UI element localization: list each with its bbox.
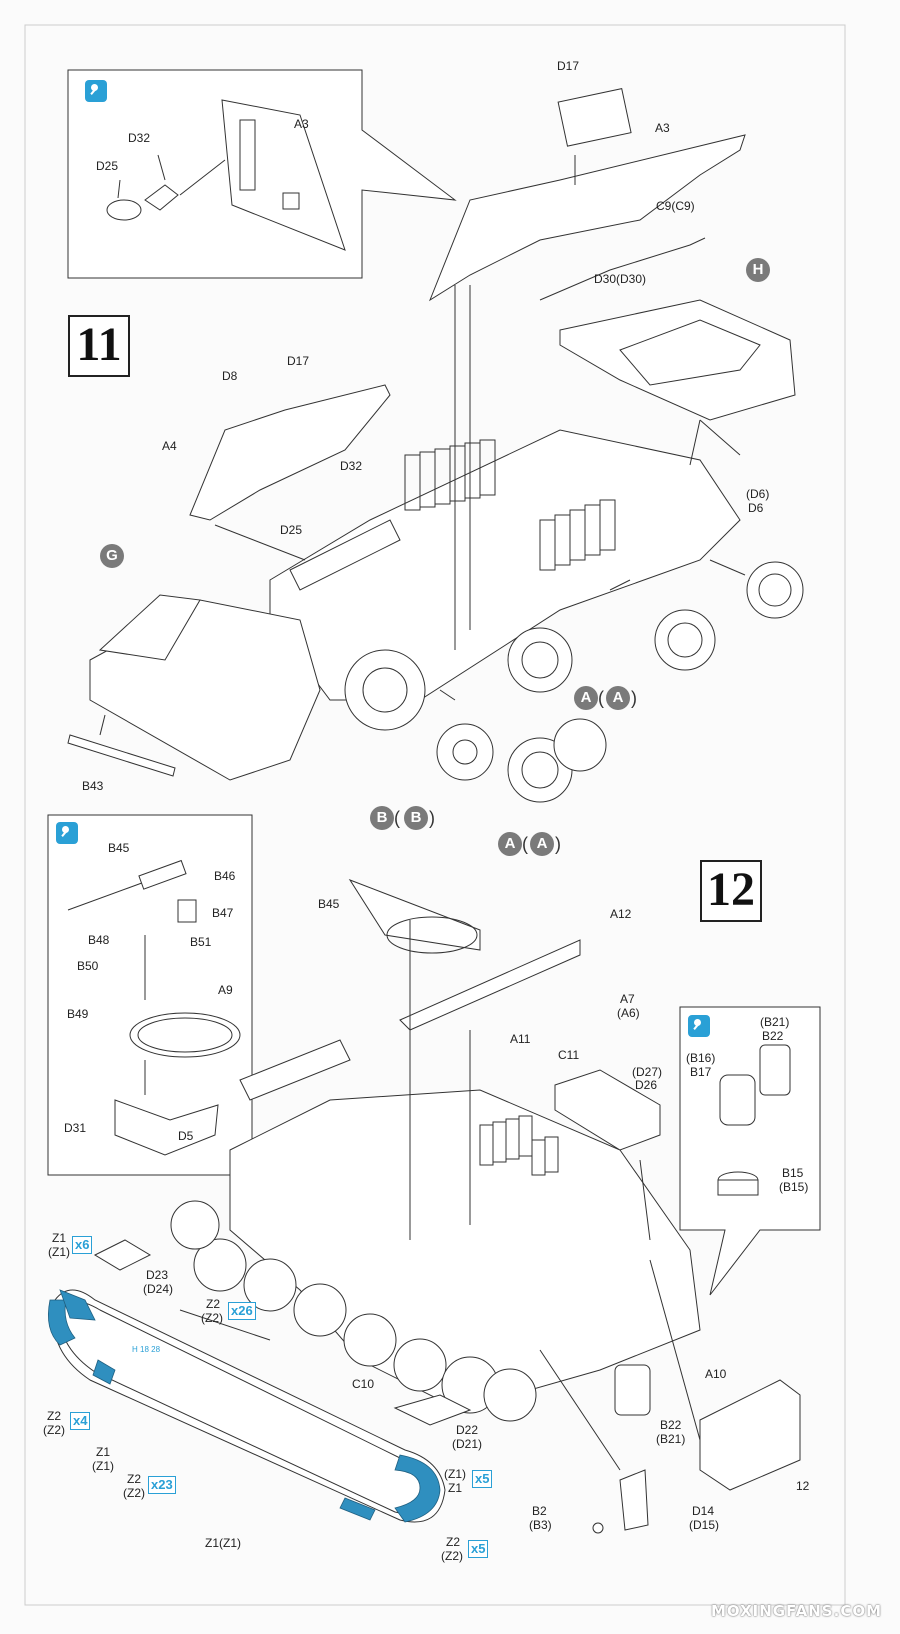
reference-note: H 18 28 [132,1345,161,1354]
part-label-d32: D32 [128,131,151,145]
part-label-b3: (B3) [529,1518,552,1532]
track-label-z1: Z1 [96,1445,111,1459]
track-label-z2: Z2 [127,1472,142,1486]
callout-g: G [100,544,124,568]
quantity-badge: x5 [468,1540,489,1558]
inset-box-11 [67,69,457,279]
track-label-z2: Z2 [446,1535,461,1549]
part-label-d6-paren: (D6) [746,487,770,501]
callout-a: A [574,686,598,710]
part-label-d5: D5 [178,1129,194,1143]
quantity-badge: x5 [472,1470,493,1488]
track-label-z2-paren: (Z2) [201,1311,223,1325]
part-label-d24: (D24) [143,1282,174,1296]
part-label-b46: B46 [214,869,236,883]
quantity-badge: x6 [72,1236,93,1254]
part-label-b45: B45 [318,897,340,911]
part-label-b22-inset: B22 [762,1029,784,1043]
part-label-c10: C10 [352,1377,375,1391]
track-label-z1: Z1 [448,1481,463,1495]
track-label-z1: Z1 [52,1231,67,1245]
part-label-d32-main: D32 [340,459,363,473]
quantity-badge: x26 [228,1302,256,1320]
part-label-b51: B51 [190,935,212,949]
part-label-a4: A4 [162,439,177,453]
part-label-d21: (D21) [452,1437,483,1451]
callout-h: H [746,258,770,282]
part-label-c11: C11 [558,1048,580,1062]
part-label-d15: (D15) [689,1518,720,1532]
part-label-d17: D17 [287,354,310,368]
track-label-z2: Z2 [206,1297,221,1311]
track-label-z2-paren: (Z2) [43,1423,65,1437]
part-label-d27: (D27) [632,1065,663,1079]
part-label-b48: B48 [88,933,110,947]
track-label-z2: Z2 [47,1409,62,1423]
step-number-12: 12 [700,860,762,922]
part-label-d25-main: D25 [280,523,303,537]
part-label-a3: A3 [294,117,309,131]
callout-a: A [498,832,522,856]
callout-b-paren: B [404,806,428,830]
part-label-a6: (A6) [617,1006,640,1020]
paren-close: ) [555,834,561,854]
part-label-a10: A10 [705,1367,727,1381]
callout-a-paren: A [606,686,630,710]
part-label-b21-inset: (B21) [760,1015,790,1029]
track-label-z1-paren: (Z1) [48,1245,70,1259]
part-label-d14: D14 [692,1504,715,1518]
part-label-d26: D26 [635,1078,658,1092]
part-label-b50: B50 [77,959,99,973]
tip-icon [85,80,107,102]
part-label-b22: B22 [660,1418,682,1432]
track-label-z1-paren: (Z1) [92,1459,114,1473]
part-label-d30: D30(D30) [594,272,647,286]
part-label-a11: A11 [510,1032,531,1046]
step-number-11: 11 [68,315,130,377]
quantity-badge: x23 [148,1476,176,1494]
paren-open: ( [598,688,604,708]
part-label-b45-inset: B45 [108,841,130,855]
part-label-d23: D23 [146,1268,169,1282]
part-label-d6: D6 [748,501,764,515]
tip-icon [56,822,78,844]
track-label-z1-pair: Z1(Z1) [205,1536,241,1550]
part-label-a12: A12 [610,907,632,921]
part-label-a3-main: A3 [655,121,670,135]
part-label-a7: A7 [620,992,635,1006]
paren-close: ) [631,688,637,708]
part-label-b49: B49 [67,1007,89,1021]
part-label-c9: C9(C9) [656,199,695,213]
part-label-b16: (B16) [686,1051,716,1065]
tip-icon [688,1015,710,1037]
part-label-d17-top: D17 [557,59,580,73]
part-label-b47: B47 [212,906,234,920]
track-label-z2-paren: (Z2) [441,1549,463,1563]
part-label-b43: B43 [82,779,104,793]
part-label-d25: D25 [96,159,119,173]
part-label-d22: D22 [456,1423,479,1437]
callout-b: B [370,806,394,830]
paren-open: ( [394,808,400,828]
part-label-b21: (B21) [656,1432,686,1446]
paren-close: ) [429,808,435,828]
track-label-z1-paren: (Z1) [444,1467,466,1481]
part-label-b17: B17 [690,1065,712,1079]
part-label-b15: B15 [782,1166,804,1180]
part-label-d8: D8 [222,369,238,383]
part-label-b15-paren: (B15) [779,1180,809,1194]
watermark: MOXINGFANS.COM [710,1602,882,1620]
part-label-b2: B2 [532,1504,547,1518]
paren-open: ( [522,834,528,854]
part-label-a10-tail: 12 [796,1479,810,1493]
part-label-d31: D31 [64,1121,87,1135]
track-label-z2-paren: (Z2) [123,1486,145,1500]
callout-a-paren: A [530,832,554,856]
part-label-a9: A9 [218,983,233,997]
quantity-badge: x4 [70,1412,91,1430]
